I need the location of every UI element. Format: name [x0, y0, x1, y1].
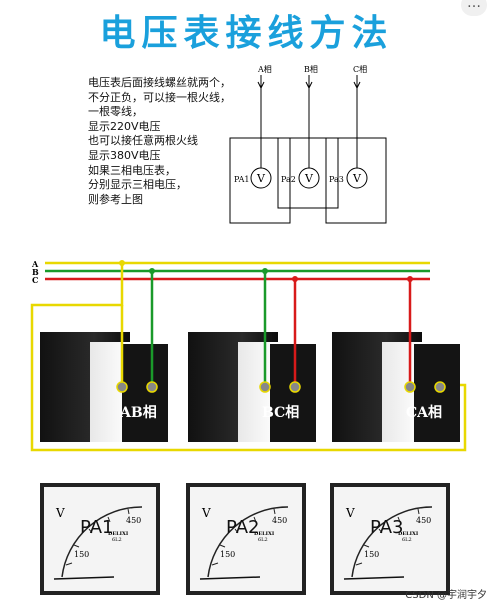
phase-label-a: A相	[257, 64, 272, 74]
bus-label-a: A	[31, 259, 39, 269]
meter-tag: Pa3	[329, 175, 344, 184]
meter-tag: Pa2	[281, 175, 296, 184]
dial-face-pa1: V 450 150 DELIXI 6L2 PA1	[40, 483, 160, 595]
phase-label-b: B相	[304, 64, 318, 74]
dial-unit: V	[201, 506, 211, 520]
watermark: CSDN @宇润宇夕	[405, 590, 487, 601]
dial-max: 450	[126, 516, 141, 525]
dial-name: PA3	[370, 517, 404, 538]
dial-brand: DELIXI	[254, 531, 275, 537]
meter-symbol: V	[304, 172, 314, 185]
note-line: 如果三相电压表，	[88, 163, 176, 177]
dial-name: PA2	[226, 517, 260, 538]
dial-brand: DELIXI	[108, 531, 129, 537]
meter-tag: PA1	[234, 175, 250, 184]
dial-name: PA1	[80, 517, 114, 538]
instruction-notes: 电压表后面接线螺丝就两个， 不分正负，可以接一根火线， 一根零线， 显示220V…	[88, 76, 258, 207]
meter-photo-ab	[40, 332, 168, 442]
note-line: 显示380V电压	[88, 148, 161, 162]
dial-unit: V	[55, 506, 65, 520]
note-line: 电压表后面接线螺丝就两个，	[88, 76, 231, 89]
dial-face-pa3: V 450 150 DELIXI 6L2 PA3	[330, 483, 450, 595]
meter-symbol: V	[352, 172, 362, 185]
meter-label-ca: CA相	[406, 405, 443, 421]
dial-unit: V	[345, 506, 355, 520]
bus-label-b: B	[32, 267, 39, 277]
dial-mid: 150	[364, 550, 379, 559]
page-title: 电压表接线方法	[99, 13, 394, 54]
wiring-schematic: A相 B相 C相 V V V PA1 Pa2 Pa3	[229, 64, 387, 224]
dial-model: 6L2	[258, 537, 268, 543]
voltmeter-symbol	[250, 167, 272, 189]
meter-label-ab: AB相	[120, 405, 157, 421]
meter-symbol: V	[256, 172, 266, 185]
meter-photo-bc	[188, 332, 316, 442]
dial-brand: DELIXI	[398, 531, 419, 537]
phase-label-c: C相	[353, 64, 367, 74]
dial-model: 6L2	[112, 537, 122, 543]
bus-label-c: C	[32, 275, 38, 285]
dial-max: 450	[416, 516, 431, 525]
dial-mid: 150	[74, 550, 89, 559]
note-line: 显示220V电压	[88, 119, 161, 133]
note-line: 一根零线，	[88, 105, 143, 119]
dial-mid: 150	[220, 550, 235, 559]
dial-model: 6L2	[402, 537, 412, 543]
voltmeter-symbol	[298, 167, 320, 189]
note-line: 不分正负，可以接一根火线，	[88, 90, 231, 104]
note-line: 则参考上图	[88, 192, 143, 206]
voltmeter-symbol	[346, 167, 368, 189]
dial-max: 450	[272, 516, 287, 525]
meter-label-bc: BC相	[262, 405, 300, 421]
note-line: 分别显示三相电压，	[88, 178, 187, 192]
dial-face-pa2: V 450 150 DELIXI 6L2 PA2	[186, 483, 306, 595]
note-line: 也可以接任意两根火线	[88, 134, 198, 148]
more-button[interactable]: …	[461, 0, 487, 16]
meter-wires	[116, 271, 446, 393]
